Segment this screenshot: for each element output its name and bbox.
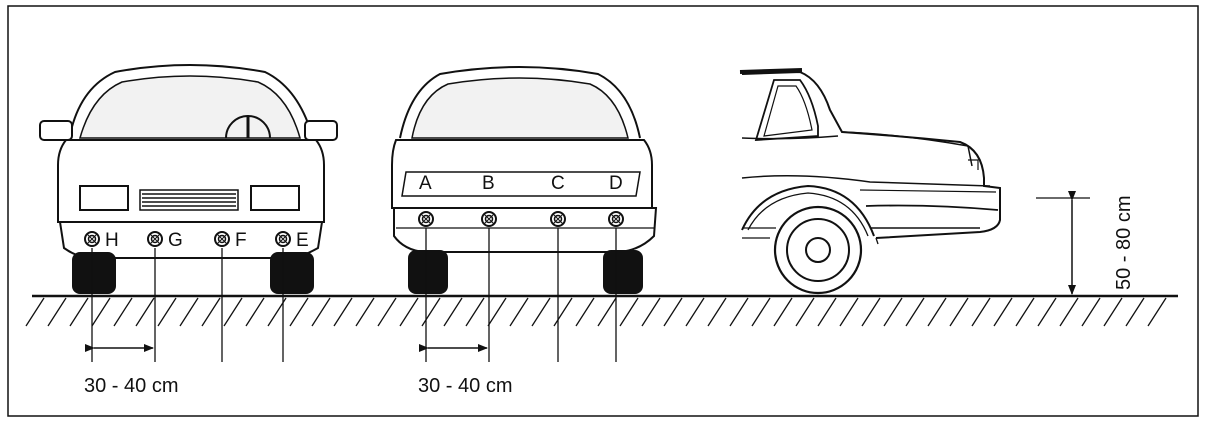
ground-hatch-icon	[531, 297, 551, 327]
sensor-label-d: D	[609, 173, 623, 194]
sensor-label-g: G	[168, 230, 183, 251]
ground-hatch-icon	[575, 297, 595, 327]
sensor-icon	[275, 231, 291, 247]
ground-hatch-icon	[993, 297, 1013, 327]
ground-hatch-icon	[773, 297, 793, 327]
ground-hatch-icon	[201, 297, 221, 327]
ground-hatch-icon	[245, 297, 265, 327]
ground-hatch-icon	[91, 297, 111, 327]
ground-hatch-icon	[421, 297, 441, 327]
ground-hatch-icon	[311, 297, 331, 327]
ground-hatch-icon	[47, 297, 67, 327]
sensor-label-c: C	[551, 173, 565, 194]
sensor-icon	[481, 211, 497, 227]
ground-hatch-icon	[729, 297, 749, 327]
ground-hatch-icon	[355, 297, 375, 327]
ground-hatch-icon	[223, 297, 243, 327]
ground-hatch-icon	[69, 297, 89, 327]
ground-hatch-icon	[333, 297, 353, 327]
ground-hatch-icon	[25, 297, 45, 327]
ground-hatch-icon	[399, 297, 419, 327]
ground-hatch-icon	[619, 297, 639, 327]
car-rear-icon	[391, 66, 658, 294]
ground-hatch-icon	[1125, 297, 1145, 327]
ground-hatch-icon	[465, 297, 485, 327]
ground-hatch-icon	[883, 297, 903, 327]
car-side-icon	[739, 68, 1001, 295]
ground-hatch-icon	[377, 297, 397, 327]
ground-hatch-icon	[179, 297, 199, 327]
sensor-label-a: A	[419, 173, 432, 194]
sensor-label-f: F	[235, 230, 247, 251]
sensor-icon	[147, 231, 163, 247]
ground-hatch-icon	[971, 297, 991, 327]
ground-hatch-icon	[553, 297, 573, 327]
ground-hatch-icon	[1015, 297, 1035, 327]
rear-sensors: A B C D	[418, 173, 624, 227]
ground-hatch-icon	[1147, 297, 1167, 327]
ground-hatch-icon	[861, 297, 881, 327]
front-sensors: H G F E	[84, 230, 309, 251]
sensor-icon	[214, 231, 230, 247]
sensor-icon	[84, 231, 100, 247]
front-guide-lines	[91, 248, 284, 362]
ground-hatch-icon	[487, 297, 507, 327]
ground	[25, 294, 1178, 327]
sensor-icon	[608, 211, 624, 227]
ground-hatch-icon	[135, 297, 155, 327]
ground-hatch-icon	[157, 297, 177, 327]
ground-hatch-icon	[949, 297, 969, 327]
ground-hatch-icon	[289, 297, 309, 327]
ground-hatch-icon	[905, 297, 925, 327]
ground-hatch-icon	[663, 297, 683, 327]
front-spacing-label: 30 - 40 cm	[84, 375, 178, 397]
ground-hatch-icon	[597, 297, 617, 327]
height-dimension	[1036, 191, 1090, 295]
rear-guide-lines	[425, 228, 617, 362]
ground-hatch-icon	[1059, 297, 1079, 327]
ground-hatch-icon	[817, 297, 837, 327]
ground-hatch-icon	[927, 297, 947, 327]
ground-hatch-icon	[113, 297, 133, 327]
ground-hatch-icon	[707, 297, 727, 327]
sensor-label-h: H	[105, 230, 119, 251]
sensor-label-e: E	[296, 230, 309, 251]
rear-spacing-label: 30 - 40 cm	[418, 375, 512, 397]
ground-hatch-icon	[509, 297, 529, 327]
ground-hatch-icon	[751, 297, 771, 327]
ground-hatch-icon	[1081, 297, 1101, 327]
ground-hatch-icon	[839, 297, 859, 327]
ground-hatch-icon	[1103, 297, 1123, 327]
height-label: 50 - 80 cm	[1113, 196, 1135, 290]
frame-border	[7, 5, 1199, 417]
ground-hatch-icon	[795, 297, 815, 327]
sensor-icon	[418, 211, 434, 227]
car-front-icon	[39, 64, 338, 294]
sensor-icon	[550, 211, 566, 227]
ground-hatch-icon	[1037, 297, 1057, 327]
ground-hatch-icon	[685, 297, 705, 327]
ground-hatch-icon	[641, 297, 661, 327]
sensor-label-b: B	[482, 173, 495, 194]
ground-hatch-icon	[443, 297, 463, 327]
